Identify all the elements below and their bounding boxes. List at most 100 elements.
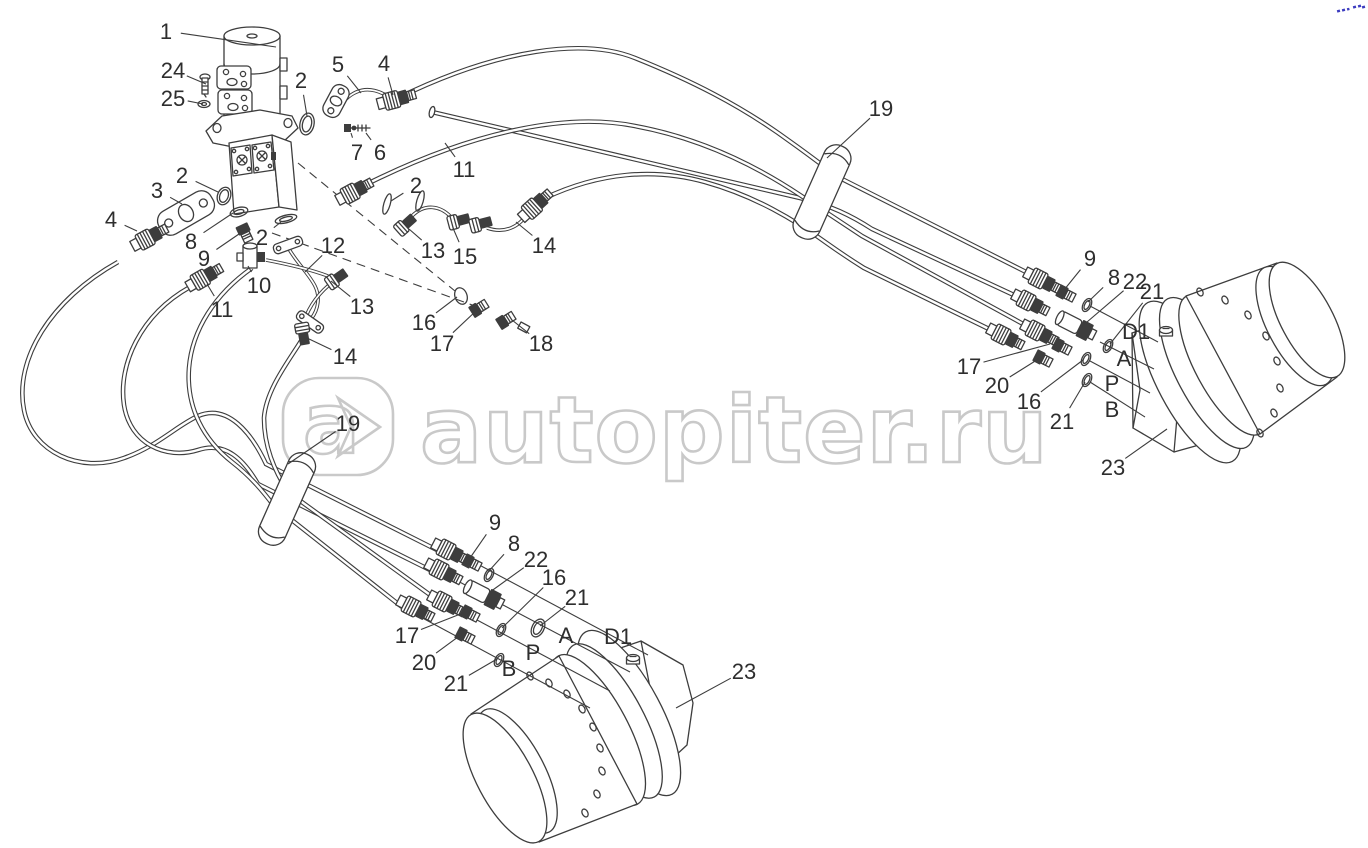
callout-leader-16 [435, 296, 458, 314]
callout-leader-11 [206, 283, 215, 297]
callout-leader-13 [330, 280, 351, 298]
pump-assembly [197, 26, 371, 215]
hose-end-cap [428, 105, 436, 119]
callout-leader-20 [1009, 357, 1041, 378]
fitting-18 [494, 309, 518, 331]
pump-top-cylinder [216, 26, 288, 133]
adapter-20 [1031, 348, 1055, 370]
callout-leader-21 [1109, 302, 1144, 345]
callout-leader-2 [390, 192, 404, 202]
fitting-9-left [234, 221, 256, 245]
washer-2-mid [274, 213, 298, 225]
watermark-logo-frame [281, 376, 395, 477]
callout-leader-8 [1087, 287, 1104, 303]
callout-leader-12 [304, 255, 323, 273]
callout-leader-23 [675, 677, 732, 709]
callout-10: 10 [247, 273, 271, 298]
callout-D1: D1 [604, 624, 632, 649]
callout-16: 16 [412, 310, 436, 335]
fitting-4-left [127, 219, 172, 255]
callout-leader-14 [515, 221, 533, 236]
callout-20: 20 [412, 650, 436, 675]
callout-leader-23 [1124, 428, 1168, 459]
callout-P: P [1105, 371, 1120, 396]
pipe-12-flange-top [272, 235, 304, 255]
callout-19: 19 [336, 411, 360, 436]
callout-13: 13 [421, 238, 445, 263]
callout-leader-21 [1069, 381, 1086, 409]
callout-leader-21 [539, 605, 566, 627]
callout-leader-25 [187, 100, 204, 105]
callout-leader-11 [444, 142, 456, 158]
callout-21: 21 [565, 585, 589, 610]
callout-8: 8 [185, 229, 197, 254]
callout-14: 14 [532, 233, 556, 258]
callout-leader-9 [1063, 269, 1081, 291]
callout-21: 21 [1050, 409, 1074, 434]
oring-2-top [299, 112, 315, 136]
callout-25: 25 [161, 86, 185, 111]
callout-leader-9 [469, 533, 487, 559]
watermark-logo-arrow-icon [334, 394, 383, 460]
callout-leader-2 [195, 180, 219, 193]
motor-drum-face [462, 712, 548, 844]
motor-plug-right [1158, 325, 1174, 337]
callout-leader-6 [365, 132, 372, 141]
oring-2-left [216, 186, 232, 206]
callout-leader-2 [302, 94, 308, 117]
callout-9: 9 [489, 510, 501, 535]
bolt-24 [199, 73, 211, 98]
callout-leader-22 [489, 567, 525, 593]
callout-leader-1 [180, 32, 277, 48]
callout-leader-21 [468, 658, 498, 676]
oring-8 [481, 566, 497, 584]
flange-5 [322, 83, 350, 119]
hose-fitting-top3 [332, 173, 377, 209]
callout-17: 17 [395, 623, 419, 648]
pump-fittings [127, 83, 557, 347]
adapter-20 [453, 625, 477, 647]
callout-leader-16 [501, 587, 544, 629]
callout-9: 9 [198, 246, 210, 271]
callout-leader-3 [169, 196, 183, 205]
hoses [22, 48, 1028, 607]
callout-4: 4 [378, 51, 390, 76]
callout-P: P [526, 640, 541, 665]
callout-18: 18 [529, 331, 553, 356]
callout-leader-14 [306, 337, 332, 351]
callout-17: 17 [430, 331, 454, 356]
callout-leader-15 [452, 227, 460, 243]
callout-5: 5 [332, 52, 344, 77]
callout-14: 14 [333, 344, 357, 369]
callout-23: 23 [732, 659, 756, 684]
watermark: a autopiter.ru [281, 374, 1049, 485]
callout-22: 22 [524, 547, 548, 572]
hose-end-fitting [983, 319, 1028, 354]
callout-leader-4 [387, 77, 394, 96]
callout-B: B [1105, 397, 1120, 422]
callout-leader-22 [1079, 290, 1124, 329]
callout-6: 6 [374, 140, 386, 165]
callout-4: 4 [105, 207, 117, 232]
oring-8 [1079, 296, 1095, 314]
fitting-cluster-right [983, 263, 1116, 389]
watermark-text: autopiter.ru [420, 377, 1049, 484]
hose-clamp-top [792, 144, 852, 240]
callout-leader-18 [511, 319, 530, 335]
callout-D1: D1 [1122, 319, 1150, 344]
wheel-motor-bottom [462, 629, 694, 844]
callout-leader-17 [420, 612, 464, 631]
callout-3: 3 [151, 178, 163, 203]
callout-leader-8 [487, 553, 505, 573]
fitting-18-tail [517, 321, 531, 334]
callout-1: 1 [160, 19, 172, 44]
callout-13: 13 [350, 294, 374, 319]
dashed-construction-lines [271, 162, 476, 307]
callout-leader-13 [408, 228, 423, 241]
callout-leader-19 [287, 431, 336, 465]
elbow-14-left [293, 321, 313, 347]
callout-24: 24 [161, 58, 185, 83]
oring-16 [1078, 350, 1094, 368]
